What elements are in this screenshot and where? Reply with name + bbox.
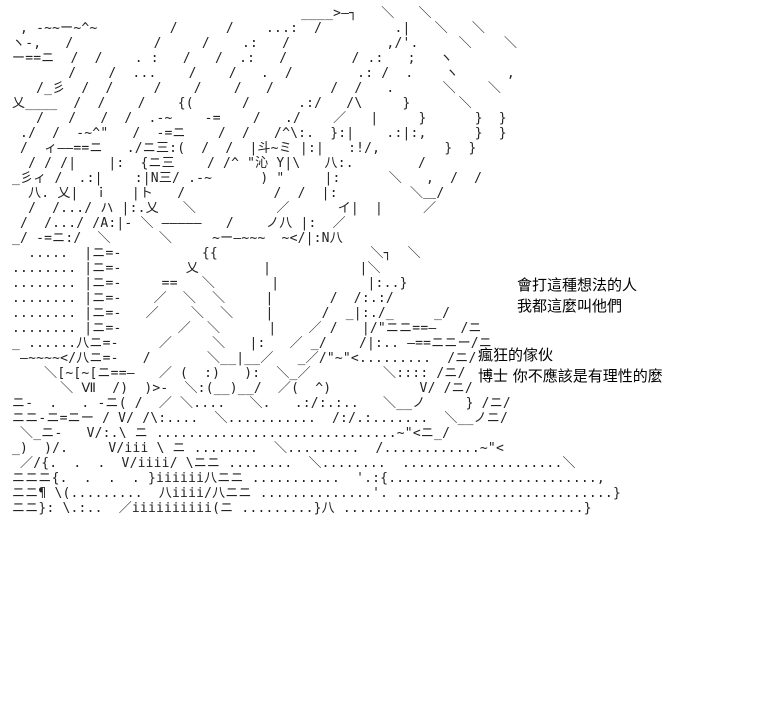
speech-line: 瘋狂的傢伙 <box>478 346 554 364</box>
speech-line: 我都這麼叫他們 <box>517 297 623 315</box>
speech-line: 博士 你不應該是有理性的麼 <box>478 367 663 385</box>
ascii-art-drawing: ____>―┐ ＼ ＼ , -~~ー~^~ / / ...: / .| ＼ ＼ … <box>12 6 621 516</box>
speech-text-block-1: 會打這種想法的人 我都這麼叫他們 <box>517 275 637 317</box>
speech-line: 會打這種想法的人 <box>517 276 638 294</box>
speech-text-block-2: 瘋狂的傢伙 博士 你不應該是有理性的麼 <box>478 345 663 387</box>
